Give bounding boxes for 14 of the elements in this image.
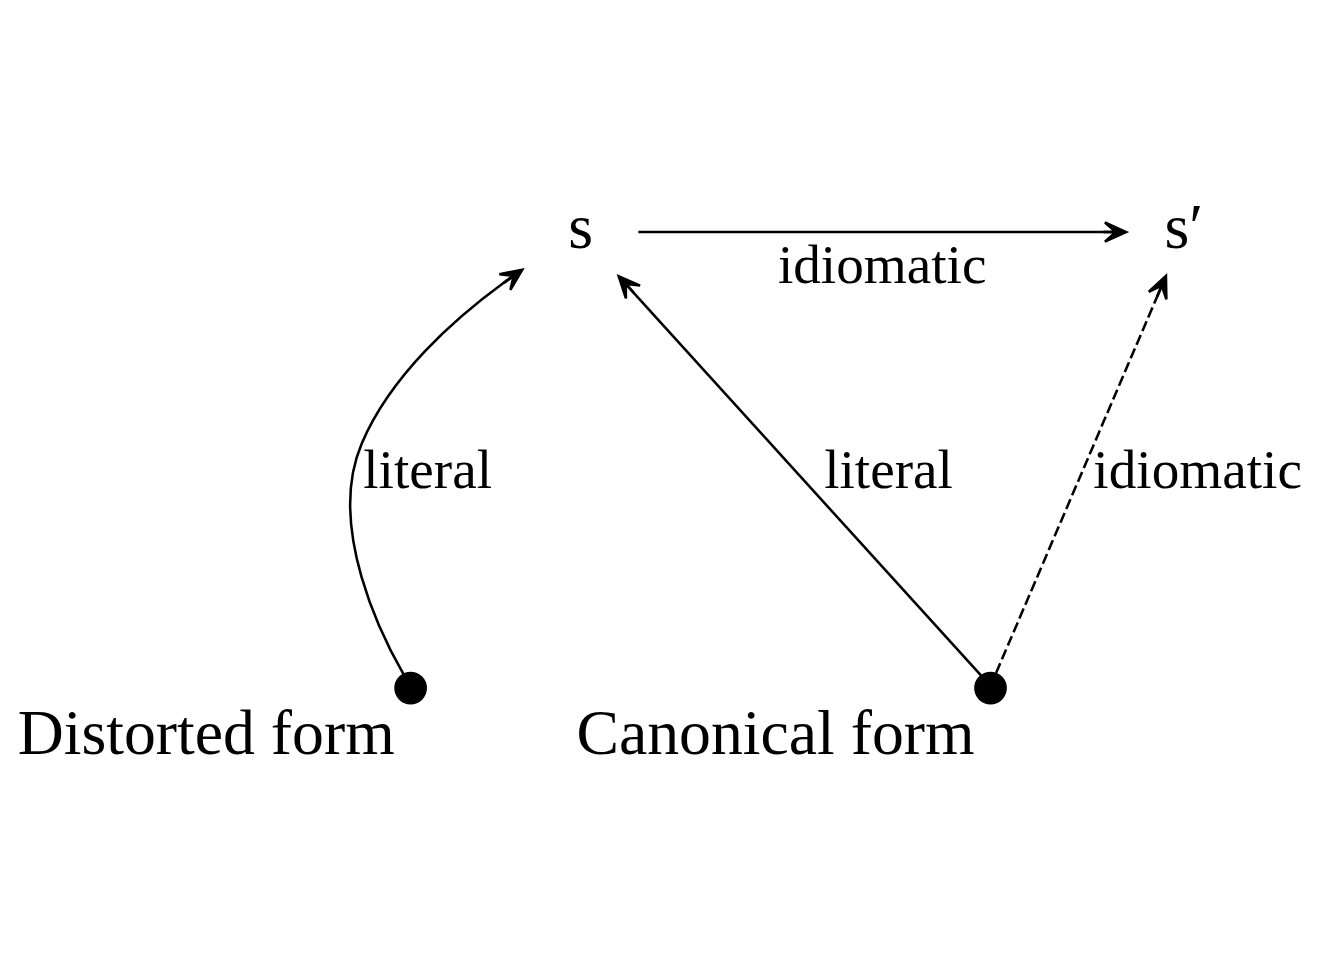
edge-label: literal <box>363 438 492 500</box>
node-label: Distorted form <box>17 696 395 768</box>
arrow <box>638 220 1128 243</box>
edge-label: idiomatic <box>1093 438 1302 500</box>
node-circle <box>974 671 1007 704</box>
arrow <box>994 274 1168 673</box>
edge-label: literal <box>824 438 953 500</box>
node-circle <box>394 671 427 704</box>
arrow <box>349 268 524 675</box>
node-text: s′ <box>1164 190 1204 262</box>
node-label: Canonical form <box>576 696 975 768</box>
arrow <box>617 274 983 677</box>
edge-label: idiomatic <box>777 233 987 295</box>
node-text: s <box>568 190 593 262</box>
